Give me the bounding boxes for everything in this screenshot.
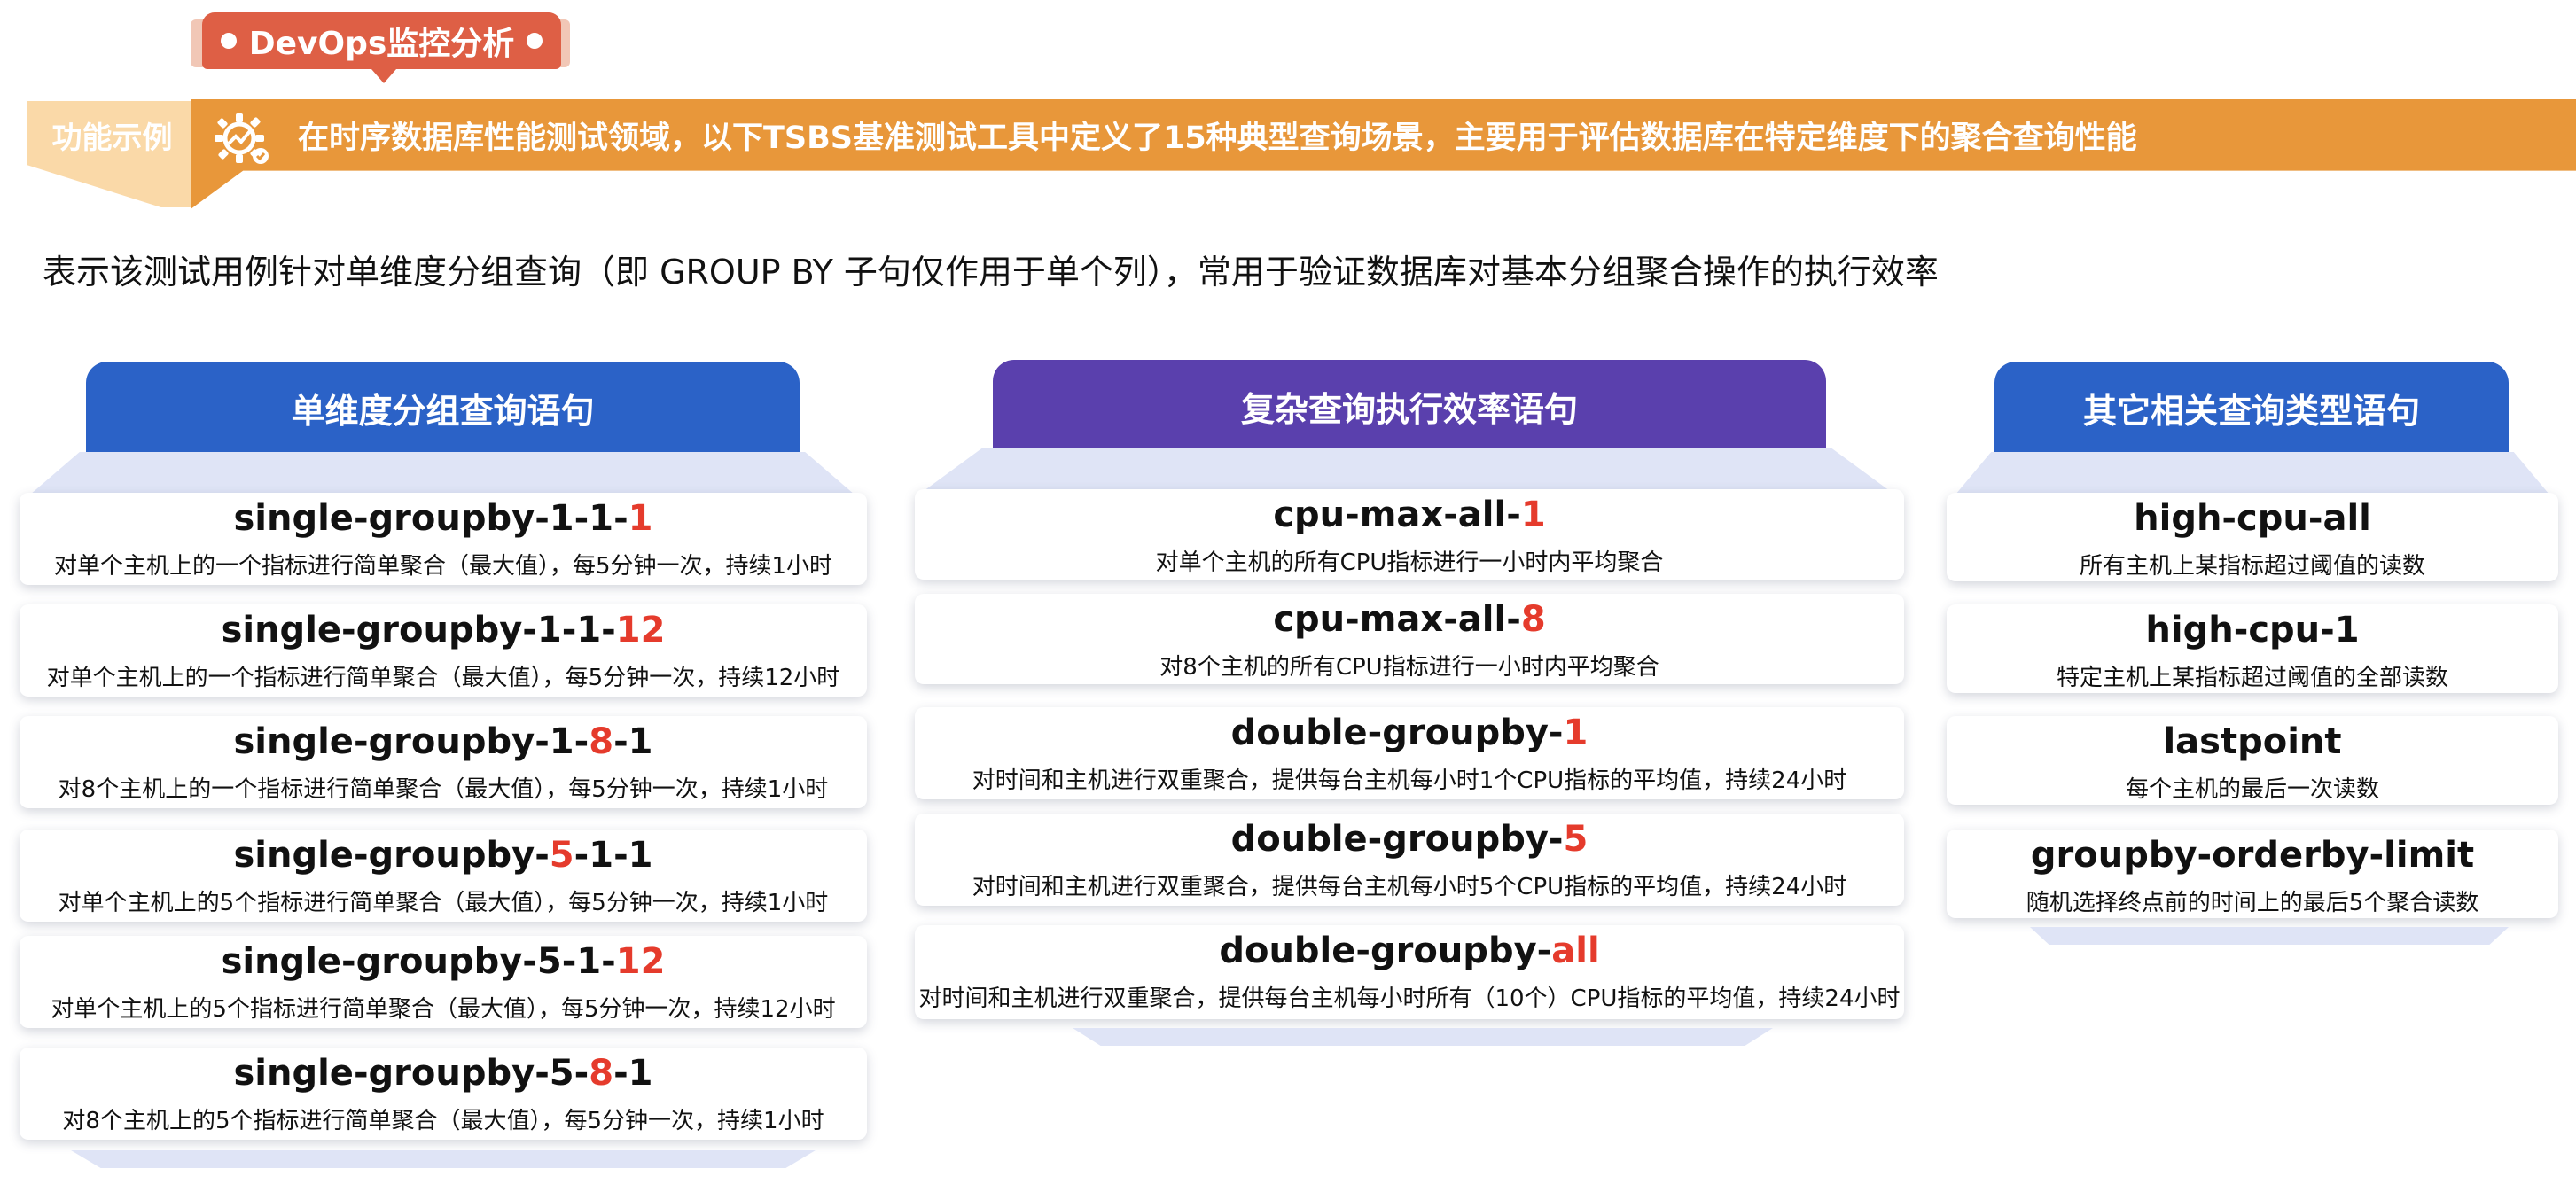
gear-chart-icon (215, 113, 269, 164)
column-header-single-groupby: 单维度分组查询语句 (86, 362, 800, 454)
query-description: 对单个主机上的5个指标进行简单聚合（最大值），每5分钟一次，持续1小时 (58, 890, 829, 916)
query-description: 对时间和主机进行双重聚合，提供每台主机每小时1个CPU指标的平均值，持续24小时 (972, 767, 1847, 794)
query-description: 对8个主机上的5个指标进行简单聚合（最大值），每5分钟一次，持续1小时 (62, 1108, 824, 1134)
query-name: single-groupby-1-8-1 (233, 721, 653, 762)
query-description: 对时间和主机进行双重聚合，提供每台主机每小时5个CPU指标的平均值，持续24小时 (972, 874, 1847, 900)
column-header-label: 复杂查询执行效率语句 (1240, 389, 1578, 429)
query-card: single-groupby-1-1-12 对单个主机上的一个指标进行简单聚合（… (20, 604, 867, 697)
query-card: lastpoint 每个主机的最后一次读数 (1947, 716, 2558, 805)
query-description: 随机选择终点前的时间上的最后5个聚合读数 (2026, 890, 2479, 916)
query-description: 对单个主机的所有CPU指标进行一小时内平均聚合 (1155, 549, 1664, 576)
query-description: 每个主机的最后一次读数 (2125, 776, 2379, 803)
column-header-complex-query: 复杂查询执行效率语句 (993, 360, 1826, 452)
column-tray (924, 448, 1890, 491)
query-description: 对单个主机上的5个指标进行简单聚合（最大值），每5分钟一次，持续12小时 (51, 996, 836, 1023)
query-description: 对单个主机上的一个指标进行简单聚合（最大值），每5分钟一次，持续12小时 (46, 665, 840, 691)
query-name: single-groupby-5-1-12 (221, 941, 666, 982)
banner-label-box: 功能示例 (27, 101, 191, 207)
query-description: 对8个主机上的一个指标进行简单聚合（最大值），每5分钟一次，持续1小时 (58, 776, 829, 803)
tag-pointer (371, 69, 396, 83)
query-card: groupby-orderby-limit 随机选择终点前的时间上的最后5个聚合… (1947, 830, 2558, 918)
query-name: single-groupby-1-1-1 (233, 498, 653, 539)
query-card: double-groupby-1 对时间和主机进行双重聚合，提供每台主机每小时1… (915, 707, 1904, 799)
query-name: double-groupby-5 (1230, 819, 1589, 860)
query-name: lastpoint (2163, 721, 2342, 762)
query-card: cpu-max-all-8 对8个主机的所有CPU指标进行一小时内平均聚合 (915, 594, 1904, 684)
query-card: single-groupby-1-1-1 对单个主机上的一个指标进行简单聚合（最… (20, 493, 867, 585)
query-name: high-cpu-all (2134, 498, 2371, 539)
query-description: 对单个主机上的一个指标进行简单聚合（最大值），每5分钟一次，持续1小时 (53, 553, 833, 580)
query-description: 所有主机上某指标超过阈值的读数 (2079, 553, 2425, 580)
column-header-label: 其它相关查询类型语句 (2082, 391, 2420, 431)
column-tray (30, 452, 855, 495)
query-name: single-groupby-5-1-1 (233, 835, 653, 876)
column-footer (1073, 1028, 1773, 1046)
query-card: single-groupby-5-8-1 对8个主机上的5个指标进行简单聚合（最… (20, 1048, 867, 1140)
query-card: single-groupby-1-8-1 对8个主机上的一个指标进行简单聚合（最… (20, 716, 867, 808)
banner-label: 功能示例 (51, 120, 173, 156)
section-tag-label: DevOps监控分析 (248, 26, 515, 62)
query-description: 对时间和主机进行双重聚合，提供每台主机每小时所有（10个）CPU指标的平均值，持… (918, 985, 1901, 1012)
column-header-other-queries: 其它相关查询类型语句 (1994, 362, 2509, 454)
query-card: cpu-max-all-1 对单个主机的所有CPU指标进行一小时内平均聚合 (915, 489, 1904, 580)
query-name: double-groupby-all (1219, 931, 1600, 971)
query-name: single-groupby-5-8-1 (233, 1053, 653, 1094)
query-name: double-groupby-1 (1230, 713, 1589, 753)
subtitle: 表示该测试用例针对单维度分组查询（即 GROUP BY 子句仅作用于单个列），常… (43, 253, 1939, 292)
query-name: groupby-orderby-limit (2030, 835, 2475, 876)
column-footer (71, 1150, 816, 1168)
column-footer (2030, 927, 2509, 945)
query-description: 特定主机上某指标超过阈值的全部读数 (2056, 665, 2448, 691)
query-card: single-groupby-5-1-1 对单个主机上的5个指标进行简单聚合（最… (20, 830, 867, 922)
query-name: cpu-max-all-1 (1273, 495, 1546, 535)
dot-icon (527, 33, 543, 49)
query-card: double-groupby-5 对时间和主机进行双重聚合，提供每台主机每小时5… (915, 814, 1904, 906)
query-description: 对8个主机的所有CPU指标进行一小时内平均聚合 (1159, 654, 1659, 681)
query-name: cpu-max-all-8 (1273, 599, 1546, 640)
column-tray (1955, 452, 2549, 495)
banner-text: 在时序数据库性能测试领域，以下TSBS基准测试工具中定义了15种典型查询场景，主… (298, 120, 2137, 156)
section-tag: DevOps监控分析 (202, 12, 561, 69)
query-name: single-groupby-1-1-12 (221, 610, 666, 650)
query-card: high-cpu-all 所有主机上某指标超过阈值的读数 (1947, 493, 2558, 581)
query-card: double-groupby-all 对时间和主机进行双重聚合，提供每台主机每小… (915, 925, 1904, 1019)
query-card: high-cpu-1 特定主机上某指标超过阈值的全部读数 (1947, 604, 2558, 693)
dot-icon (220, 33, 237, 49)
query-name: high-cpu-1 (2145, 610, 2360, 650)
query-card: single-groupby-5-1-12 对单个主机上的5个指标进行简单聚合（… (20, 936, 867, 1028)
column-header-label: 单维度分组查询语句 (291, 391, 595, 431)
